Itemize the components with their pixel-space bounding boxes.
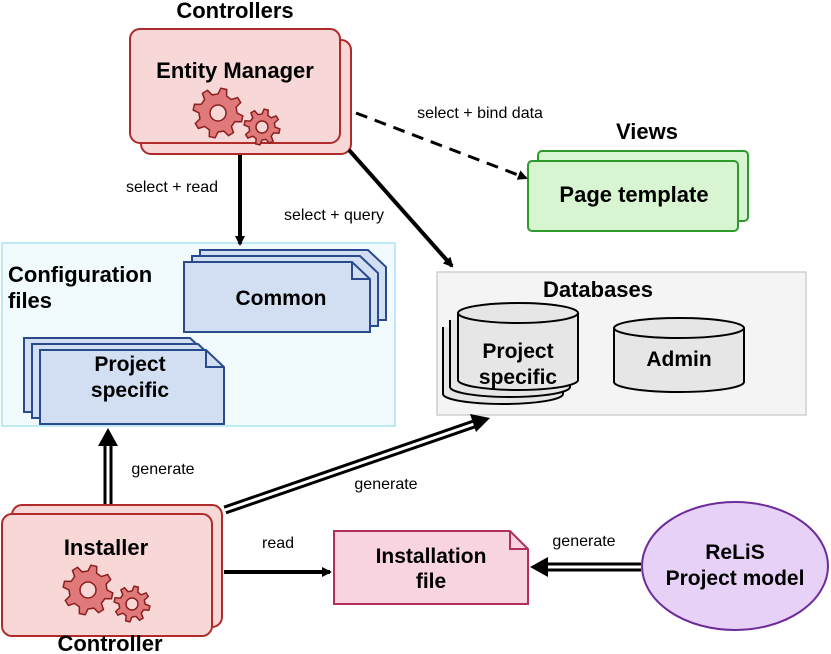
databases-heading: Databases xyxy=(543,277,653,302)
common-config-node xyxy=(183,249,387,333)
installer-label: Installer xyxy=(64,535,149,560)
page-template-label: Page template xyxy=(559,182,708,207)
model-line1: ReLiS xyxy=(705,541,765,564)
edge-select-query-label: select + query xyxy=(284,207,384,224)
edge-select-read-label: select + read xyxy=(126,179,218,196)
edge-select-bind-label: select + bind data xyxy=(417,105,543,122)
edge-select-bind xyxy=(355,111,528,180)
config-project-line1: Project xyxy=(94,353,165,376)
model-line2: Project model xyxy=(666,567,805,590)
config-heading-line2: files xyxy=(8,288,52,313)
views-heading: Views xyxy=(616,119,678,144)
installation-file-node xyxy=(333,530,529,605)
common-label: Common xyxy=(236,287,327,310)
edge-select-query xyxy=(347,148,454,268)
entity-manager-label: Entity Manager xyxy=(156,58,314,83)
edge-generate-db xyxy=(223,414,490,515)
edge-read-label: read xyxy=(262,535,294,552)
config-heading-line1: Configuration xyxy=(8,262,152,287)
relis-model-node xyxy=(641,501,829,631)
edge-generate-file xyxy=(530,557,641,577)
installer-caption: Controller xyxy=(57,631,163,654)
project-db-cylinder xyxy=(442,302,579,405)
project-config-node xyxy=(23,337,225,425)
controllers-heading: Controllers xyxy=(176,0,293,23)
entity-manager-node xyxy=(129,28,352,155)
installation-file-line1: Installation xyxy=(376,545,487,568)
config-project-line2: specific xyxy=(91,379,170,402)
db-admin-label: Admin xyxy=(646,348,711,371)
page-template-node xyxy=(527,150,749,232)
admin-db-cylinder xyxy=(613,317,745,393)
installer-gears-icon xyxy=(62,564,151,623)
db-project-line1: Project xyxy=(482,340,553,363)
entity-manager-gears-icon xyxy=(192,87,281,146)
edge-generate-config xyxy=(98,428,118,504)
edge-generate-config-label: generate xyxy=(131,461,194,478)
db-project-line2: specific xyxy=(479,366,558,389)
edge-generate-db-label: generate xyxy=(354,476,417,493)
installation-file-line2: file xyxy=(416,570,446,593)
edge-generate-file-label: generate xyxy=(552,533,615,550)
installer-node xyxy=(1,504,223,637)
